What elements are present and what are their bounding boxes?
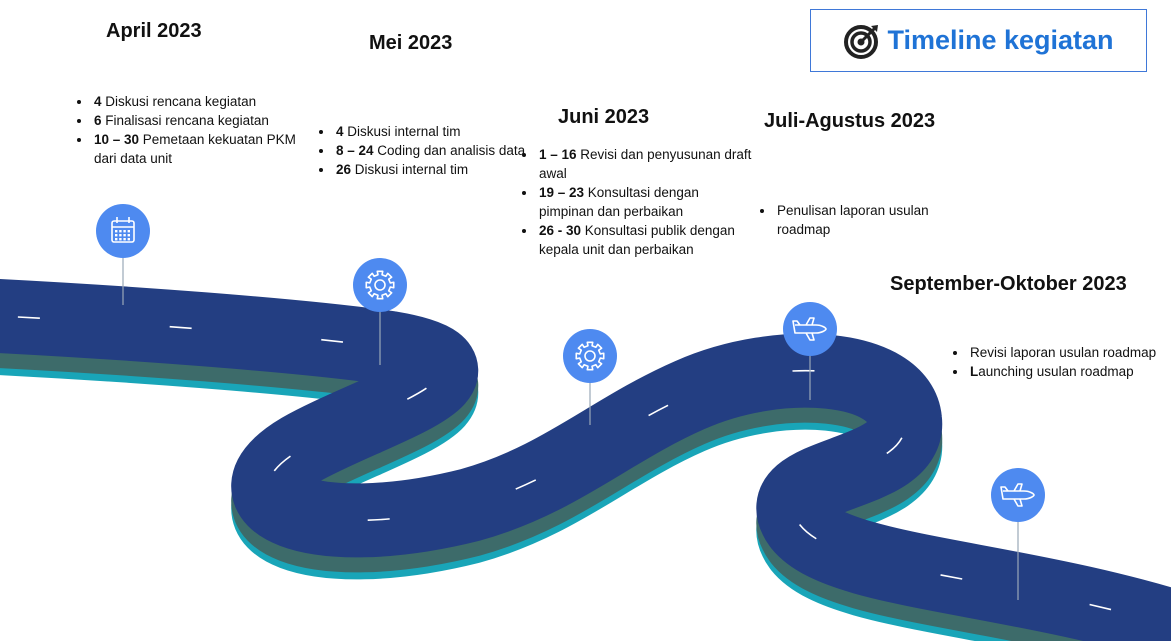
pin-circle [991, 468, 1045, 522]
pin-5 [991, 468, 1045, 600]
phase-heading-juli-agustus: Juli-Agustus 2023 [764, 110, 936, 132]
list-item: Revisi laporan usulan roadmap [968, 343, 1158, 362]
task-list-juni: 1 – 16 Revisi dan penyusunan draft awal … [517, 145, 752, 259]
task-list-september-oktober: Revisi laporan usulan roadmap Launching … [948, 343, 1158, 381]
list-item: 8 – 24 Coding dan analisis data [334, 141, 544, 160]
list-item: 6 Finalisasi rencana kegiatan [92, 111, 317, 130]
milestone-pins [96, 204, 1045, 600]
list-item: 4 Diskusi internal tim [334, 122, 544, 141]
phase-heading-juni: Juni 2023 [558, 106, 650, 128]
list-item: Penulisan laporan usulan roadmap [775, 201, 970, 239]
pin-circle [353, 258, 407, 312]
airplane-icon [792, 317, 827, 341]
pin-1 [96, 204, 150, 305]
page-title: Timeline kegiatan [887, 25, 1114, 55]
task-list-juli-agustus: Penulisan laporan usulan roadmap [755, 201, 970, 239]
task-list-april: 4 Diskusi rencana kegiatan 6 Finalisasi … [72, 92, 317, 168]
list-item: 19 – 23 Konsultasi dengan pimpinan dan p… [537, 183, 752, 221]
phase-heading-september-oktober: September-Oktober 2023 [890, 273, 1127, 295]
calendar-icon [111, 217, 135, 243]
title-box: Timeline kegiatan [810, 9, 1147, 72]
list-item: Launching usulan roadmap [968, 362, 1158, 381]
list-item: 10 – 30 Pemetaan kekuatan PKM dari data … [92, 130, 317, 168]
list-item: 4 Diskusi rencana kegiatan [92, 92, 317, 111]
airplane-icon [1000, 483, 1035, 507]
list-item: 26 - 30 Konsultasi publik dengan kepala … [537, 221, 752, 259]
list-item: 26 Diskusi internal tim [334, 160, 544, 179]
gear-icon [365, 270, 395, 300]
pin-3 [563, 329, 617, 425]
pin-circle [96, 204, 150, 258]
road-surface [0, 278, 1171, 641]
pin-4 [783, 302, 837, 400]
task-list-mei: 4 Diskusi internal tim 8 – 24 Coding dan… [314, 122, 544, 179]
gear-icon [575, 341, 605, 371]
phase-heading-april: April 2023 [106, 20, 202, 42]
list-item: 1 – 16 Revisi dan penyusunan draft awal [537, 145, 752, 183]
pin-circle [783, 302, 837, 356]
phase-heading-mei: Mei 2023 [369, 32, 453, 54]
target-dart-icon [844, 24, 879, 59]
pin-circle [563, 329, 617, 383]
winding-road [0, 278, 1171, 641]
pin-2 [353, 258, 407, 365]
